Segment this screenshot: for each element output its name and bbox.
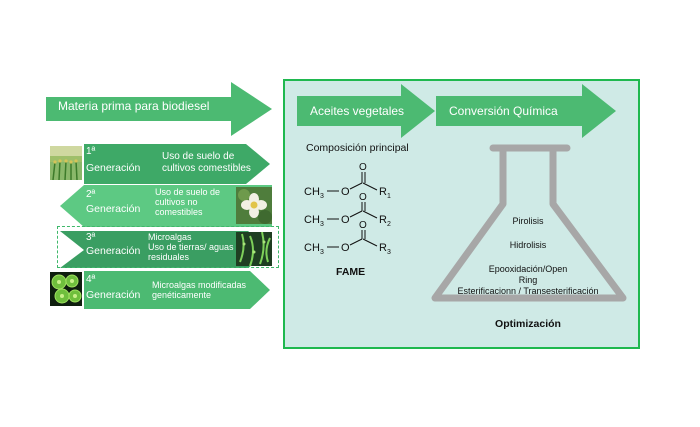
microalgae-image xyxy=(236,232,272,266)
flower-image xyxy=(236,187,272,224)
generation-3-label: Generación xyxy=(86,245,141,257)
fame-structure-1: CH 3 O O R 1 xyxy=(304,162,391,200)
r-subscript-3: 3 xyxy=(387,249,391,256)
generation-3-number: 3ª xyxy=(86,232,96,243)
ester-oxygen-2: O xyxy=(341,214,350,226)
ester-oxygen-3: O xyxy=(341,242,350,254)
ester-oxygen-1: O xyxy=(341,186,350,198)
optimization-label: Optimización xyxy=(495,318,561,330)
methyl-subscript-1: 3 xyxy=(320,193,324,200)
flask-icon xyxy=(431,144,627,302)
flask-item-esterification: Esterificacionn / Transesterificación xyxy=(457,286,599,296)
methyl-group-1: CH xyxy=(304,186,320,198)
fame-structures: CH 3 O O R 1 CH 3 O O R 2 CH 3 O O R 3 xyxy=(304,162,391,256)
chemical-conversion-arrow xyxy=(436,84,616,138)
vegetable-oils-label: Aceites vegetales xyxy=(310,104,405,118)
generation-1-number: 1ª xyxy=(86,146,96,157)
generation-4-arrow xyxy=(84,271,270,309)
generation-2-label: Generación xyxy=(86,203,141,215)
composition-title: Composición principal xyxy=(306,142,409,154)
banner-label: Materia prima para biodiesel xyxy=(58,99,210,113)
methyl-group-3: CH xyxy=(304,242,320,254)
methyl-subscript-3: 3 xyxy=(320,249,324,256)
generation-1-label: Generación xyxy=(86,162,141,174)
generation-4-number: 4ª xyxy=(86,274,96,285)
r-subscript-1: 1 xyxy=(387,193,391,200)
flask-item-epoxidation: Epooxidación/Open xyxy=(488,264,568,274)
flask-item-ring: Ring xyxy=(518,275,538,285)
generation-3-arrow xyxy=(60,231,272,268)
carbonyl-oxygen-2: O xyxy=(359,192,367,203)
fame-structure-2: CH 3 O O R 2 xyxy=(304,192,391,228)
generation-2-number: 2ª xyxy=(86,189,96,200)
methyl-group-2: CH xyxy=(304,214,320,226)
methyl-subscript-2: 3 xyxy=(320,221,324,228)
banner-arrow xyxy=(46,82,272,136)
carbonyl-oxygen-3: O xyxy=(359,220,367,231)
generation-3-dashed-highlight xyxy=(57,226,279,268)
vegetable-oils-arrow xyxy=(297,84,435,138)
r-group-1: R xyxy=(379,186,387,198)
generation-1-arrow xyxy=(84,144,270,184)
algae-cells-image xyxy=(50,272,82,306)
carbonyl-oxygen-1: O xyxy=(359,162,367,173)
r-group-3: R xyxy=(379,242,387,254)
generation-4-label: Generación xyxy=(86,289,141,301)
fame-label: FAME xyxy=(336,266,366,278)
generation-2-arrow xyxy=(60,185,272,227)
r-group-2: R xyxy=(379,214,387,226)
flask-item-hydrolysis: Hidrolisis xyxy=(509,240,547,250)
crop-field-image xyxy=(50,146,82,180)
chemical-conversion-label: Conversión Química xyxy=(449,104,558,118)
fame-structure-3: CH 3 O O R 3 xyxy=(304,220,391,256)
flask-item-pyrolysis: Pirolisis xyxy=(512,216,544,226)
r-subscript-2: 2 xyxy=(387,221,391,228)
